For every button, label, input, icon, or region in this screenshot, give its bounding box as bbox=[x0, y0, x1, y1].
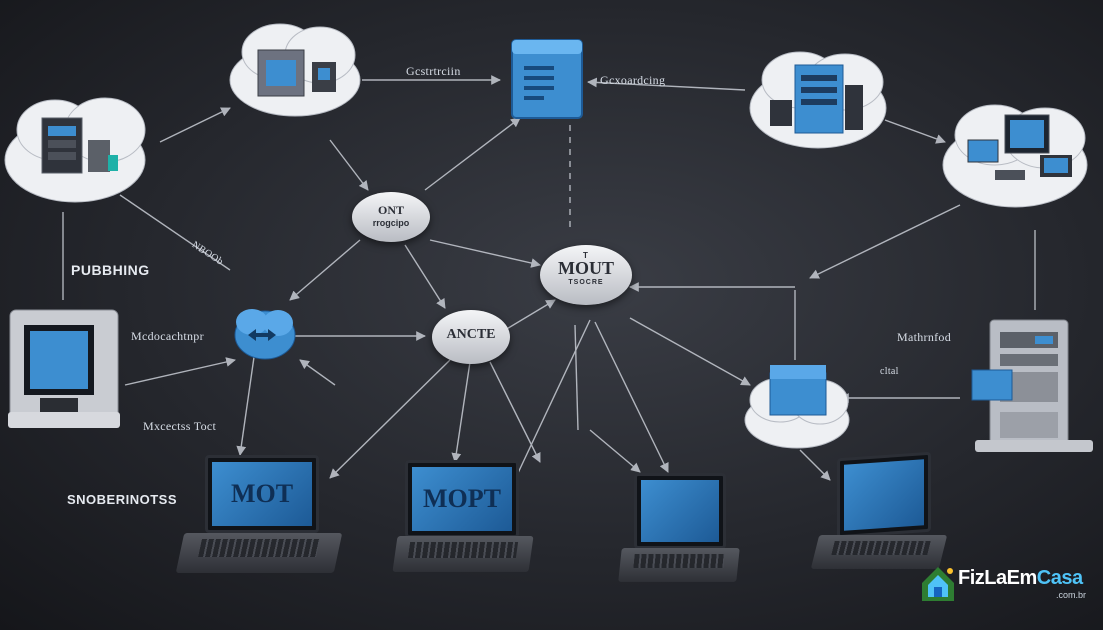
laptop-1-keyboard bbox=[198, 539, 320, 557]
laptop-1-display: MOT bbox=[212, 462, 312, 526]
pill-upper-title: ONT bbox=[377, 203, 404, 217]
central-server-icon bbox=[511, 39, 583, 119]
wire-hub-diag bbox=[299, 359, 336, 386]
server-rack-icon bbox=[41, 117, 118, 174]
laptop-4-display bbox=[844, 459, 924, 531]
blue-hub-cloud-icon bbox=[234, 309, 296, 360]
left-monitor-icon bbox=[8, 309, 120, 428]
laptop-3 bbox=[618, 473, 750, 593]
house-icon bbox=[922, 567, 954, 601]
wire-cloud2-server bbox=[587, 77, 746, 91]
brand-name-part2: Casa bbox=[1036, 567, 1083, 589]
pill-lower: ANCTE bbox=[432, 310, 510, 364]
label-right-mid: Mathrnfod bbox=[897, 330, 952, 344]
laptop-2: MOPT bbox=[392, 460, 535, 580]
storage-box-icon bbox=[769, 365, 827, 416]
wire-pill-lower bbox=[404, 244, 446, 309]
pill-upper: ONT rrogcipo bbox=[352, 192, 430, 242]
laptop-1: MOT bbox=[175, 455, 343, 585]
wire-cloud1-cloud0 bbox=[159, 107, 231, 143]
right-cabinet-icon bbox=[971, 319, 1093, 452]
label-top-right: Gcxoardcing bbox=[600, 73, 666, 87]
laptop-1-screen: MOT bbox=[205, 455, 319, 533]
label-right-low: cltal bbox=[880, 366, 899, 377]
brand-name-part1: FizLaEm bbox=[958, 567, 1037, 589]
wire-cloud0-left bbox=[119, 194, 231, 271]
brand-tld: .com.br bbox=[1055, 590, 1086, 600]
wire-ctr-down bbox=[574, 324, 579, 431]
wire-cross-laptop3 bbox=[589, 429, 641, 473]
wire-ctr-laptop3 bbox=[594, 321, 669, 473]
label-left-low: Mxcectss Toct bbox=[143, 419, 217, 433]
pill-center-sub: TSOCRE bbox=[568, 279, 604, 286]
laptop-4-keyboard bbox=[831, 541, 931, 555]
datacenter-icon bbox=[770, 64, 863, 134]
wire-lower-ctr bbox=[504, 299, 556, 331]
laptop-2-screen: MOPT bbox=[405, 460, 519, 538]
wire-hub-laptop1 bbox=[236, 349, 256, 456]
wire-monitor-hub bbox=[124, 357, 236, 386]
wire-cloud4-laptop4 bbox=[799, 449, 831, 481]
pill-upper-sub: rrogcipo bbox=[372, 218, 410, 228]
pill-center: T MOUT TSOCRE bbox=[540, 245, 632, 305]
wire-lower-laptop1 bbox=[329, 359, 451, 479]
label-left-mid: Mcdocachtnpr bbox=[131, 329, 204, 343]
brand-name: FizLaEmCasa bbox=[958, 567, 1083, 590]
brand-logo: FizLaEmCasa .com.br bbox=[918, 557, 1098, 607]
pill-lower-title: ANCTE bbox=[446, 327, 496, 342]
cube-server-icon bbox=[257, 49, 336, 97]
wire-ctr-cloud4 bbox=[629, 317, 751, 386]
laptop-2-display: MOPT bbox=[412, 467, 512, 531]
pill-center-title: MOUT bbox=[558, 258, 614, 278]
wire-pill-server bbox=[424, 117, 521, 191]
label-left-top: PUBBHING bbox=[71, 262, 150, 278]
wire-cloud2-cloud3 bbox=[884, 119, 946, 144]
wire-lower-laptop2 bbox=[451, 361, 471, 463]
wire-cloud1-pill bbox=[329, 139, 369, 191]
wire-pill-hub bbox=[289, 239, 361, 301]
laptop-2-keyboard bbox=[407, 542, 519, 558]
workstation-icon bbox=[967, 114, 1072, 180]
wire-pill-ctr bbox=[429, 239, 541, 268]
wire-ctr-laptop2 bbox=[509, 319, 591, 491]
label-top-center: Gcstrtrciin bbox=[406, 64, 461, 78]
laptop-3-keyboard bbox=[633, 554, 725, 568]
wire-right-ctr bbox=[809, 204, 961, 279]
wire-lower-laptop2b bbox=[489, 361, 541, 463]
laptop-3-screen bbox=[634, 473, 726, 549]
label-left-bottom: SNOBERINOTSS bbox=[67, 492, 178, 507]
laptop-3-display bbox=[641, 480, 719, 542]
laptop-4-screen bbox=[837, 451, 931, 539]
pill-center-prefix: T bbox=[583, 251, 589, 260]
